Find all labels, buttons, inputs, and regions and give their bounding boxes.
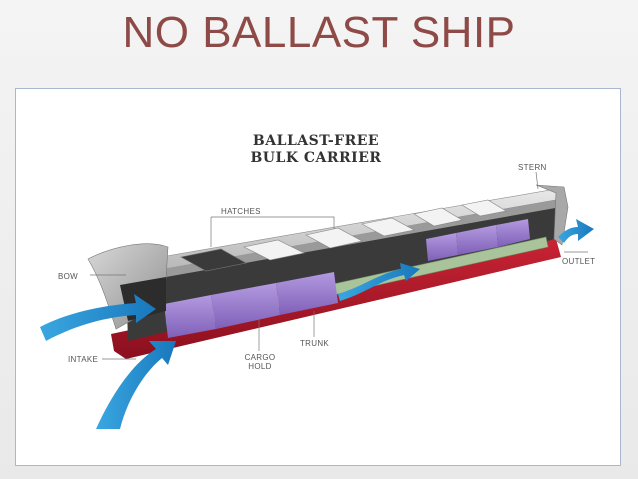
hatches bbox=[180, 199, 507, 272]
diagram-heading-line1: BALLAST-FREE bbox=[252, 133, 380, 149]
diagram-heading-line2: BULK CARRIER bbox=[250, 150, 382, 166]
cargo-hold-2 bbox=[211, 283, 280, 329]
label-cargo-line1: CARGO bbox=[244, 353, 276, 362]
internal-flow-arrow bbox=[338, 263, 420, 301]
slide-title: NO BALLAST SHIP bbox=[122, 8, 516, 57]
cargo-hold-4 bbox=[426, 233, 458, 261]
deck-side bbox=[164, 199, 561, 277]
label-cargo-hold: CARGO HOLD bbox=[244, 353, 276, 371]
label-intake: INTAKE bbox=[68, 355, 99, 364]
leader-stern bbox=[535, 171, 539, 190]
intake-arrow-lower bbox=[96, 341, 176, 429]
cargo-hold-5 bbox=[456, 225, 498, 255]
ship-diagram bbox=[40, 171, 594, 429]
diagram-heading: BALLAST-FREE BULK CARRIER bbox=[216, 133, 416, 167]
label-cargo-line2: HOLD bbox=[248, 362, 272, 371]
label-bow: BOW bbox=[58, 272, 79, 281]
label-outlet: OUTLET bbox=[562, 257, 596, 266]
hatch-5 bbox=[461, 199, 507, 217]
leader-hatches bbox=[210, 216, 335, 247]
cargo-hold-1 bbox=[164, 295, 216, 338]
cargo-hold-3 bbox=[276, 272, 338, 315]
diagram-frame: BALLAST-FREE BULK CARRIER STERN HATCHES … bbox=[15, 88, 621, 466]
label-hatches: HATCHES bbox=[221, 207, 261, 216]
label-stern: STERN bbox=[518, 163, 547, 172]
label-trunk: TRUNK bbox=[300, 339, 330, 348]
intake-arrow-upper bbox=[40, 294, 156, 341]
stern bbox=[535, 184, 569, 246]
hatch-1 bbox=[243, 239, 305, 261]
hatch-open bbox=[180, 248, 247, 272]
hatch-2 bbox=[305, 227, 363, 249]
hatch-3 bbox=[361, 217, 415, 237]
hatch-4 bbox=[413, 207, 463, 227]
outlet-arrow bbox=[558, 219, 594, 243]
cargo-hold-6 bbox=[496, 219, 530, 247]
